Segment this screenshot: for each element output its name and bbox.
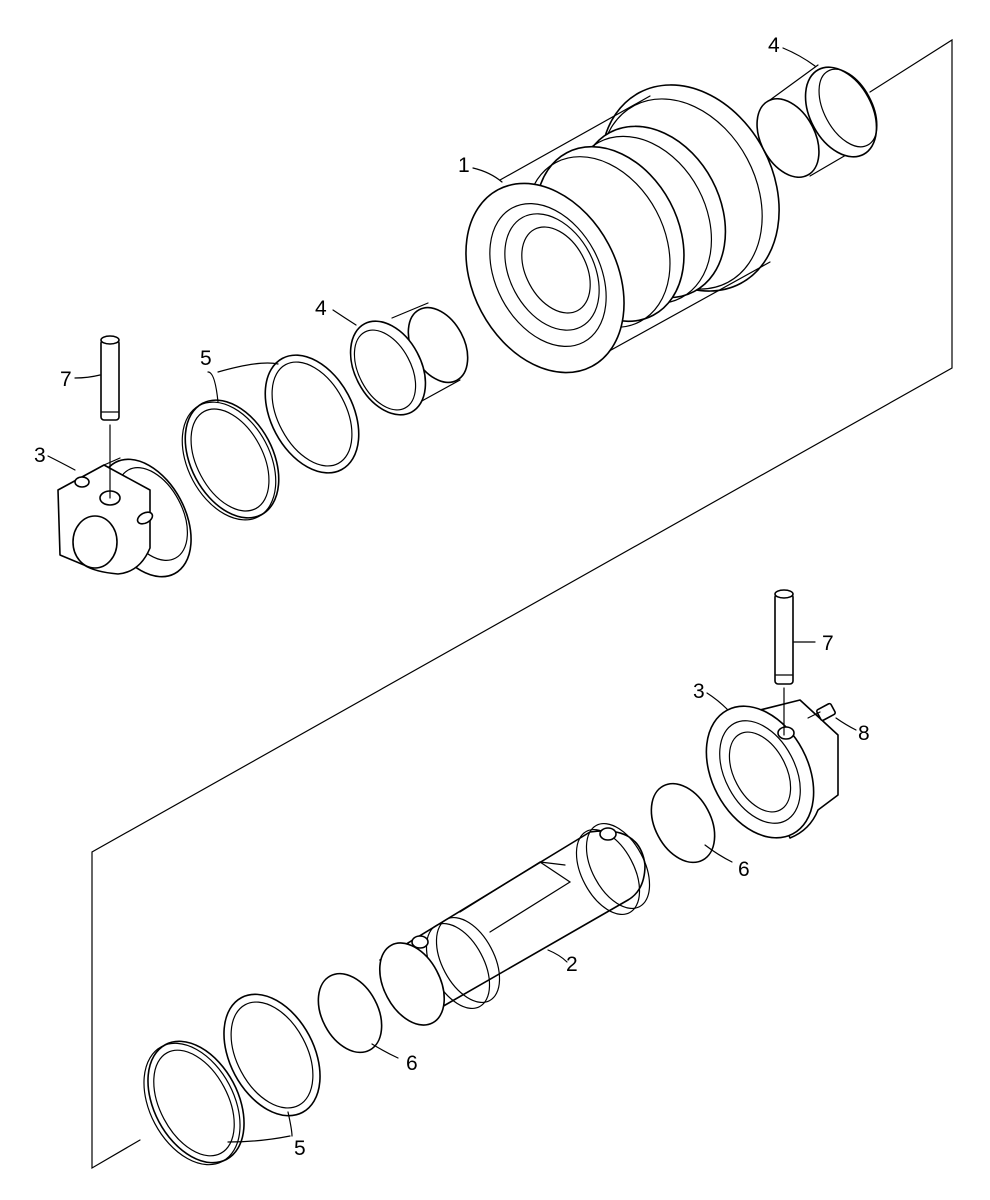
part-o-ring-left: [317, 972, 383, 1054]
part-collar-upper: [57, 457, 192, 578]
callout-7-lower: 7: [822, 632, 834, 655]
part-bushing-upper: [756, 64, 878, 178]
callout-5-lower: 5: [294, 1137, 306, 1160]
part-seal-ring-lower: [143, 993, 321, 1166]
callout-8: 8: [858, 722, 870, 745]
part-seal-ring-upper: [181, 354, 360, 521]
callout-6-right: 6: [738, 858, 750, 881]
callout-6-left: 6: [406, 1052, 418, 1075]
callout-3-lower: 3: [693, 680, 705, 703]
callout-4-lower: 4: [315, 297, 327, 320]
callout-3-upper: 3: [34, 444, 46, 467]
callouts: 1 2 3 3 4 4 5 5 6 6 7 7 8: [34, 34, 870, 1160]
part-roller: [465, 84, 780, 374]
callout-7-upper: 7: [60, 368, 72, 391]
assembly-plane-outline: [91, 38, 953, 1170]
leader-lines: [47, 47, 857, 1143]
callout-2: 2: [566, 953, 578, 976]
callout-5-upper: 5: [200, 347, 212, 370]
part-o-ring-right: [650, 782, 716, 864]
part-shaft: [378, 822, 651, 1026]
callout-4-upper: 4: [768, 34, 780, 57]
part-bushing-lower: [349, 302, 469, 416]
part-grease-fitting: [807, 702, 836, 722]
callout-1: 1: [458, 154, 470, 177]
part-pin-lower: [774, 589, 794, 736]
part-pin-upper: [100, 335, 120, 499]
part-collar-lower: [705, 699, 839, 839]
